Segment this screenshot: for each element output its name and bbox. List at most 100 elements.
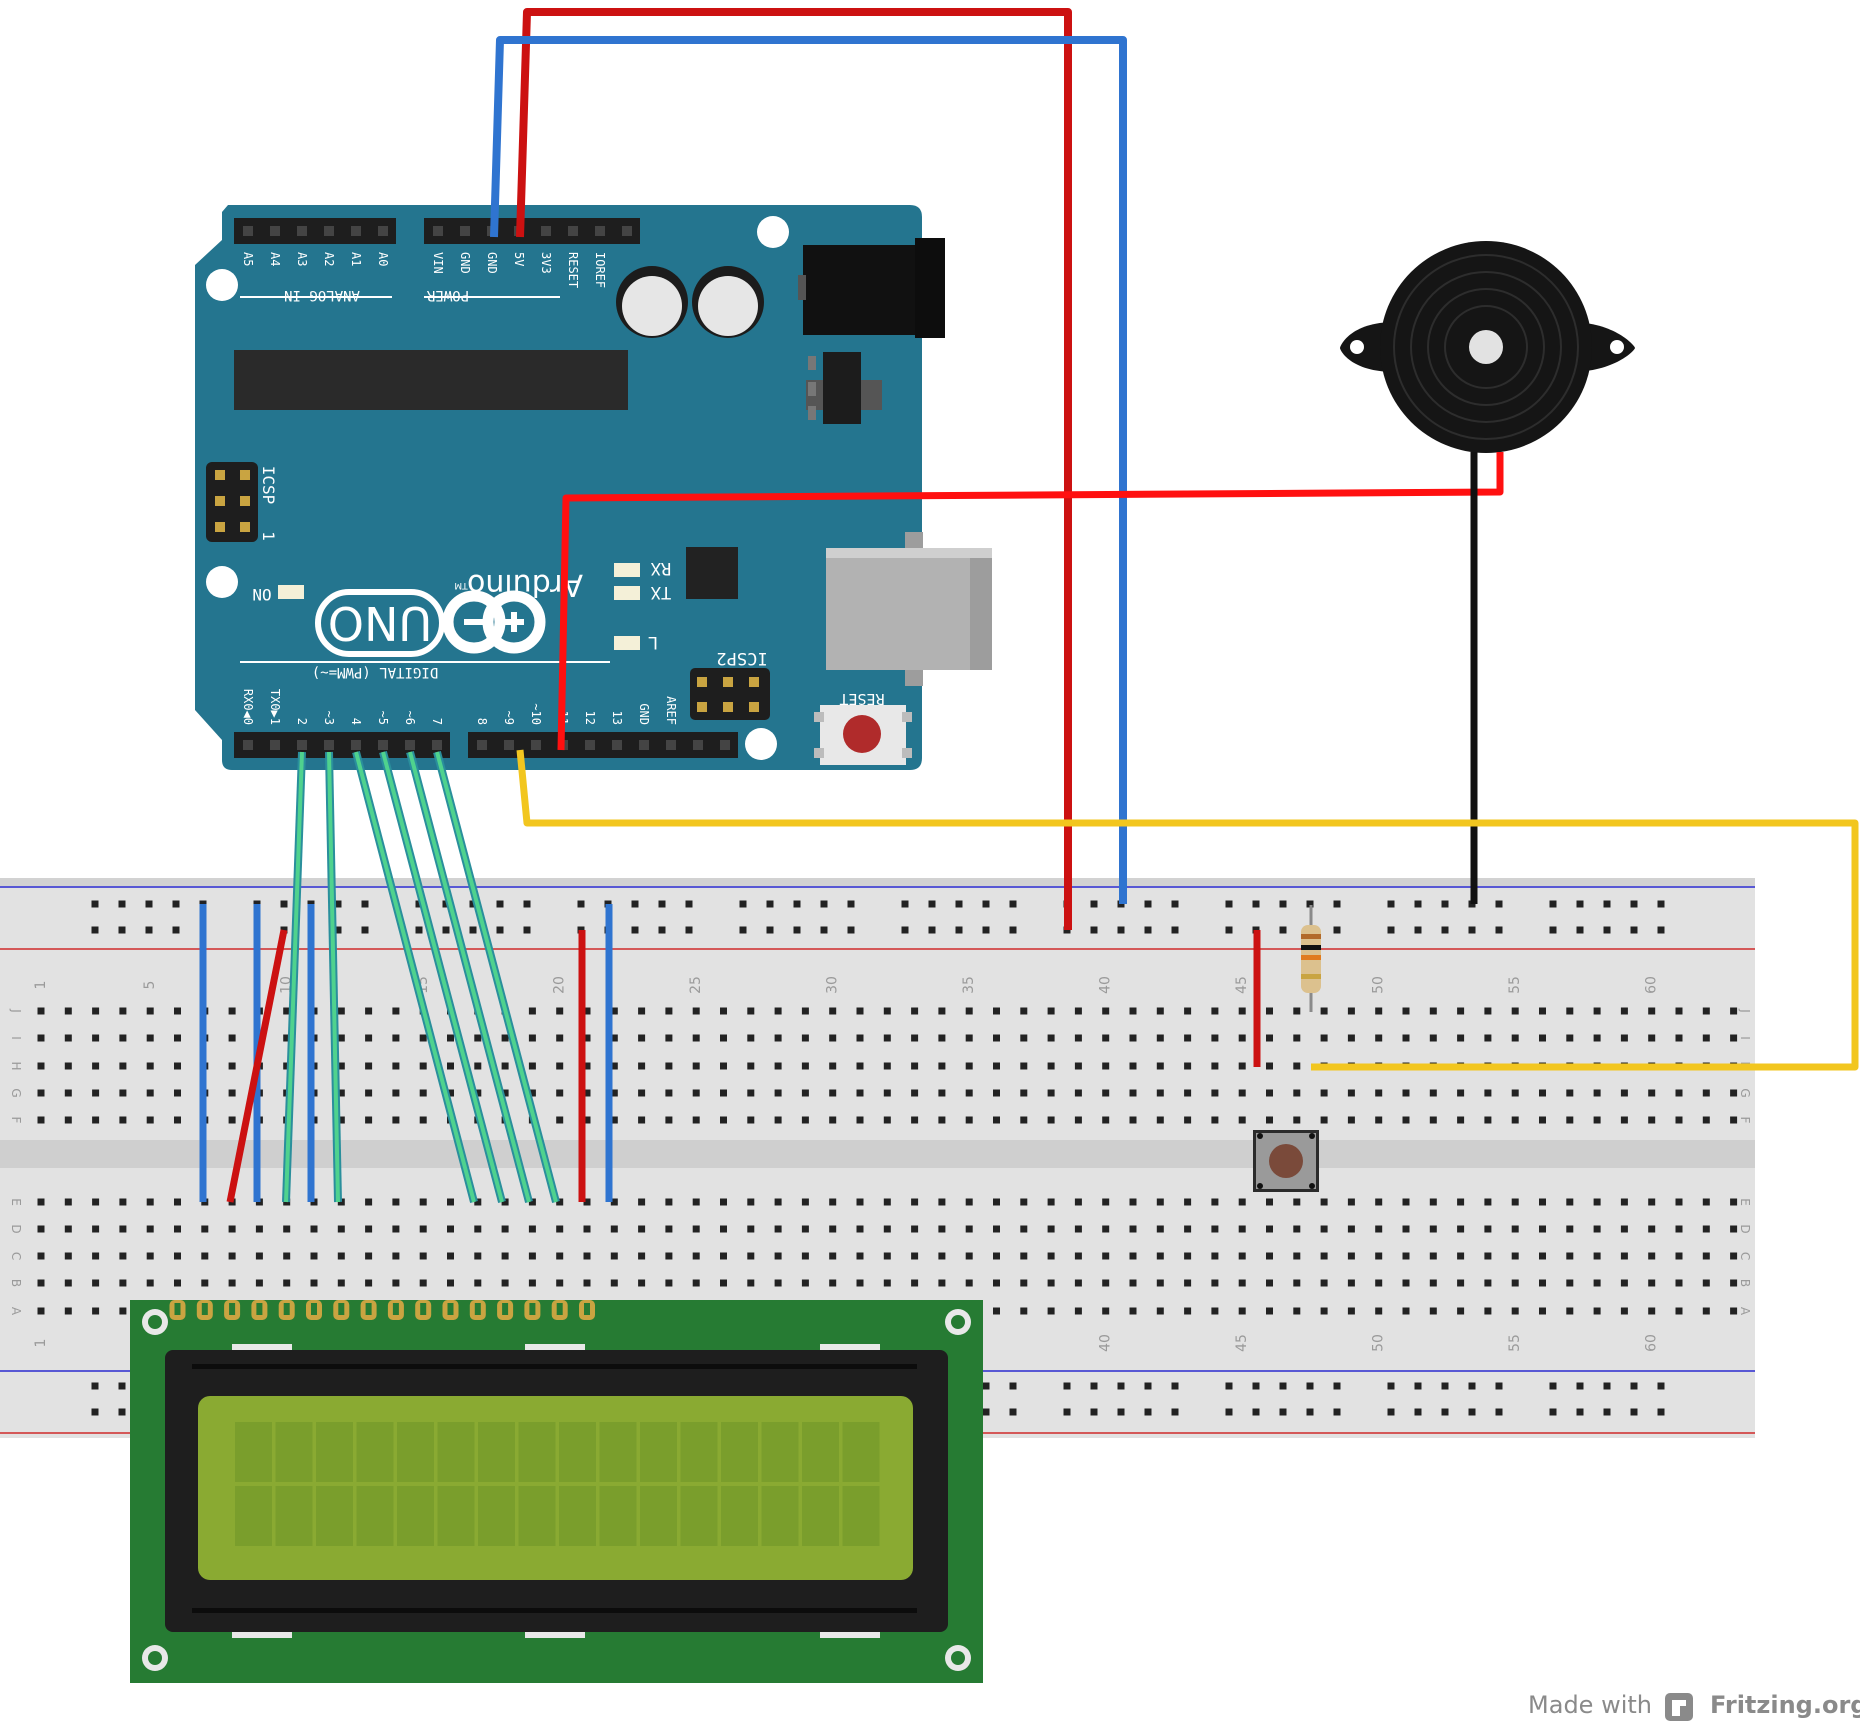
- rail-hole: [145, 900, 153, 908]
- breadboard-hole: [64, 1116, 72, 1124]
- breadboard-hole: [1293, 1116, 1301, 1124]
- rail-hole: [901, 900, 909, 908]
- power-header: [424, 218, 640, 244]
- breadboard-hole: [883, 1089, 891, 1097]
- breadboard-hole: [638, 1034, 646, 1042]
- lcd-character-cell: [397, 1422, 434, 1482]
- pin-label: AREF: [664, 696, 678, 725]
- row-letter: F: [1738, 1117, 1752, 1124]
- breadboard-hole: [37, 1034, 45, 1042]
- breadboard-hole: [583, 1007, 591, 1015]
- breadboard-hole: [1074, 1225, 1082, 1233]
- breadboard-hole: [993, 1198, 1000, 1206]
- breadboard-hole: [119, 1279, 127, 1287]
- breadboard-hole: [64, 1225, 72, 1233]
- breadboard-hole: [37, 1007, 45, 1015]
- breadboard-hole: [829, 1279, 837, 1287]
- pin-label: RX0◀0: [241, 689, 255, 725]
- rail-hole: [847, 926, 855, 934]
- tx-led: [614, 586, 640, 600]
- usb-connector: [826, 532, 992, 686]
- breadboard-hole: [1238, 1007, 1246, 1015]
- breadboard-hole: [146, 1279, 154, 1287]
- breadboard-hole: [37, 1252, 45, 1260]
- rail-hole: [1009, 1382, 1017, 1390]
- rail-hole: [1117, 1408, 1125, 1416]
- breadboard-hole: [938, 1225, 946, 1233]
- reset-button[interactable]: [814, 705, 912, 765]
- breadboard-hole: [1484, 1198, 1492, 1206]
- row-letter: F: [9, 1117, 23, 1124]
- breadboard-hole: [774, 1279, 782, 1287]
- breadboard-hole: [1484, 1252, 1492, 1260]
- rail-hole: [334, 900, 342, 908]
- breadboard-hole: [310, 1279, 318, 1287]
- breadboard-hole: [556, 1252, 564, 1260]
- rail-hole: [1549, 926, 1557, 934]
- breadboard-hole: [92, 1279, 100, 1287]
- breadboard-hole: [1675, 1198, 1683, 1206]
- breadboard-hole: [1375, 1225, 1383, 1233]
- tx-led-label: TX: [650, 582, 671, 602]
- breadboard-hole: [801, 1225, 809, 1233]
- breadboard-hole: [774, 1116, 782, 1124]
- breadboard-hole: [1566, 1198, 1574, 1206]
- breadboard-hole: [528, 1007, 536, 1015]
- breadboard-hole: [1730, 1252, 1738, 1260]
- breadboard-hole: [747, 1034, 755, 1042]
- breadboard-hole: [1484, 1279, 1492, 1287]
- rail-hole: [1549, 1382, 1557, 1390]
- breadboard-hole: [774, 1198, 782, 1206]
- breadboard-hole: [1675, 1007, 1683, 1015]
- lcd-pin-hole: [174, 1303, 181, 1315]
- lcd-character-cell: [397, 1486, 434, 1546]
- rail-hole: [1468, 1408, 1476, 1416]
- breadboard-hole: [92, 1034, 100, 1042]
- breadboard-hole: [1457, 1252, 1465, 1260]
- breadboard-hole: [1156, 1062, 1164, 1070]
- breadboard-hole: [1129, 1089, 1137, 1097]
- breadboard-hole: [1102, 1116, 1110, 1124]
- breadboard-hole: [1129, 1198, 1137, 1206]
- pin-label: RESET: [566, 252, 580, 288]
- breadboard-hole: [1675, 1089, 1683, 1097]
- rail-hole: [982, 926, 990, 934]
- breadboard-hole: [1293, 1089, 1301, 1097]
- breadboard-hole: [255, 1225, 263, 1233]
- breadboard-hole: [883, 1062, 891, 1070]
- column-number: 25: [688, 976, 704, 994]
- rail-hole: [1387, 900, 1395, 908]
- breadboard-hole: [720, 1279, 727, 1287]
- rail-hole: [1252, 1408, 1260, 1416]
- breadboard-hole: [747, 1252, 755, 1260]
- breadboard-hole: [720, 1252, 727, 1260]
- breadboard-hole: [556, 1062, 564, 1070]
- breadboard-hole: [1457, 1007, 1465, 1015]
- on-led-label: ON: [252, 585, 271, 604]
- breadboard-hole: [419, 1089, 427, 1097]
- rail-hole: [1306, 900, 1314, 908]
- breadboard-hole: [1266, 1252, 1273, 1260]
- breadboard-hole: [938, 1279, 946, 1287]
- breadboard-hole: [638, 1279, 646, 1287]
- rail-hole: [1657, 1382, 1665, 1390]
- pushbutton[interactable]: [1253, 1130, 1319, 1192]
- breadboard-hole: [883, 1198, 891, 1206]
- breadboard-hole: [829, 1034, 837, 1042]
- breadboard-hole: [1566, 1225, 1574, 1233]
- breadboard-hole: [228, 1089, 236, 1097]
- breadboard-hole: [92, 1062, 100, 1070]
- breadboard-hole: [1730, 1007, 1738, 1015]
- breadboard-hole: [1511, 1007, 1519, 1015]
- breadboard-hole: [1102, 1198, 1110, 1206]
- lcd-character-cell: [640, 1486, 677, 1546]
- rail-hole: [1441, 1408, 1449, 1416]
- breadboard-hole: [1648, 1198, 1656, 1206]
- rail-hole: [172, 900, 180, 908]
- breadboard-hole: [1620, 1034, 1628, 1042]
- breadboard-hole: [283, 1225, 291, 1233]
- breadboard-hole: [1102, 1007, 1110, 1015]
- breadboard-hole: [365, 1279, 373, 1287]
- breadboard-hole: [610, 1007, 618, 1015]
- lcd-character-cell: [640, 1422, 677, 1482]
